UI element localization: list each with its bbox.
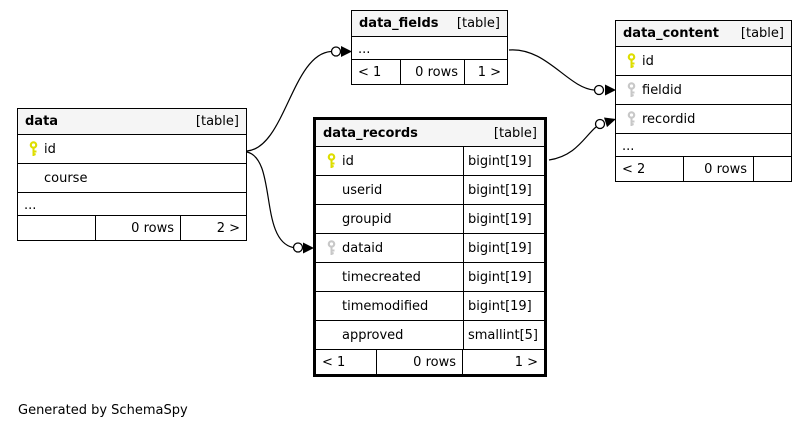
column-row-recordid[interactable]: recordid bbox=[616, 105, 791, 134]
foreign-key-icon bbox=[320, 240, 342, 256]
footer-children-count: < 1 bbox=[322, 354, 346, 370]
ellipsis-row: ... bbox=[616, 134, 791, 157]
column-type: bigint[19] bbox=[463, 147, 544, 175]
column-name: approved bbox=[342, 327, 404, 343]
table-header: data_fields [table] bbox=[352, 11, 507, 37]
column-name: groupid bbox=[342, 211, 392, 227]
column-type: bigint[19] bbox=[463, 292, 544, 320]
footer-row-count: 0 rows bbox=[95, 216, 180, 240]
column-name: dataid bbox=[342, 240, 384, 256]
column-name: timemodified bbox=[342, 298, 429, 314]
column-name: fieldid bbox=[642, 82, 682, 98]
footer-children-count: < 1 bbox=[358, 64, 382, 80]
column-row-id[interactable]: id bbox=[616, 47, 791, 76]
table-badge: [table] bbox=[740, 26, 784, 41]
footer-parents-count: 1 > bbox=[464, 60, 507, 84]
primary-key-icon bbox=[320, 153, 342, 169]
primary-key-icon bbox=[620, 53, 642, 69]
table-badge: [table] bbox=[195, 114, 239, 129]
footer-children-count: < 2 bbox=[622, 161, 646, 177]
column-name: recordid bbox=[642, 111, 696, 127]
table-header: data_records [table] bbox=[316, 120, 544, 147]
table-footer: < 1 0 rows 1 > bbox=[316, 350, 544, 374]
column-row-dataid[interactable]: dataid bigint[19] bbox=[316, 234, 544, 263]
column-name: id bbox=[44, 141, 56, 157]
foreign-key-icon bbox=[620, 82, 642, 98]
column-row-userid[interactable]: userid bigint[19] bbox=[316, 176, 544, 205]
generated-by-text: Generated by SchemaSpy bbox=[18, 403, 188, 418]
edge-endpoint-circle bbox=[593, 84, 605, 96]
column-name: id bbox=[642, 53, 654, 69]
footer-row-count: 0 rows bbox=[376, 350, 462, 374]
footer-parents-count: 1 > bbox=[462, 350, 544, 374]
column-name: userid bbox=[342, 182, 383, 198]
table-name[interactable]: data_content bbox=[623, 26, 719, 41]
column-type: bigint[19] bbox=[463, 205, 544, 233]
footer-row-count: 0 rows bbox=[683, 157, 753, 181]
footer-parents-count: 2 > bbox=[180, 216, 246, 240]
table-footer: < 2 0 rows bbox=[616, 157, 791, 181]
footer-row-count: 0 rows bbox=[400, 60, 464, 84]
table-footer: 0 rows 2 > bbox=[18, 216, 246, 240]
table-header: data_content [table] bbox=[616, 21, 791, 47]
column-row-id[interactable]: id bigint[19] bbox=[316, 147, 544, 176]
edge-data-to-data_records bbox=[246, 151, 294, 249]
column-name: course bbox=[44, 170, 88, 186]
column-row-timecreated[interactable]: timecreated bigint[19] bbox=[316, 263, 544, 292]
column-type: bigint[19] bbox=[463, 176, 544, 204]
column-row-id[interactable]: id bbox=[18, 135, 246, 164]
edge-endpoint-circle bbox=[594, 118, 606, 130]
ellipsis-row: ... bbox=[18, 193, 246, 216]
column-row-course[interactable]: course bbox=[18, 164, 246, 193]
ellipsis-row: ... bbox=[352, 37, 507, 60]
footer-children-count bbox=[18, 216, 95, 240]
column-name: timecreated bbox=[342, 269, 421, 285]
column-row-fieldid[interactable]: fieldid bbox=[616, 76, 791, 105]
table-badge: [table] bbox=[456, 16, 500, 31]
table-badge: [table] bbox=[493, 125, 537, 141]
table-name[interactable]: data_fields bbox=[359, 16, 439, 31]
column-row-timemodified[interactable]: timemodified bigint[19] bbox=[316, 292, 544, 321]
table-data[interactable]: data [table] id course... 0 rows 2 > bbox=[17, 108, 247, 241]
column-name: id bbox=[342, 153, 354, 169]
edge-data_records-to-data_content bbox=[548, 126, 597, 161]
column-type: smallint[5] bbox=[463, 321, 544, 349]
footer-parents-count bbox=[753, 157, 791, 181]
primary-key-icon bbox=[22, 141, 44, 157]
column-row-approved[interactable]: approved smallint[5] bbox=[316, 321, 544, 350]
table-footer: < 1 0 rows 1 > bbox=[352, 60, 507, 84]
table-data_content[interactable]: data_content [table] id fieldid recordid..… bbox=[615, 20, 792, 182]
edge-endpoint-circle bbox=[330, 46, 342, 57]
foreign-key-icon bbox=[620, 111, 642, 127]
column-type: bigint[19] bbox=[463, 263, 544, 291]
table-data_records[interactable]: data_records [table] id bigint[19] userid b… bbox=[313, 117, 547, 377]
table-header: data [table] bbox=[18, 109, 246, 135]
edge-endpoint-circle bbox=[292, 242, 304, 253]
table-data_fields[interactable]: data_fields [table] ... < 1 0 rows 1 > bbox=[351, 10, 508, 85]
table-name[interactable]: data_records bbox=[323, 125, 418, 141]
edge-data_fields-to-data_content bbox=[508, 49, 595, 91]
column-type: bigint[19] bbox=[463, 234, 544, 262]
table-name[interactable]: data bbox=[25, 114, 59, 129]
column-row-groupid[interactable]: groupid bigint[19] bbox=[316, 205, 544, 234]
